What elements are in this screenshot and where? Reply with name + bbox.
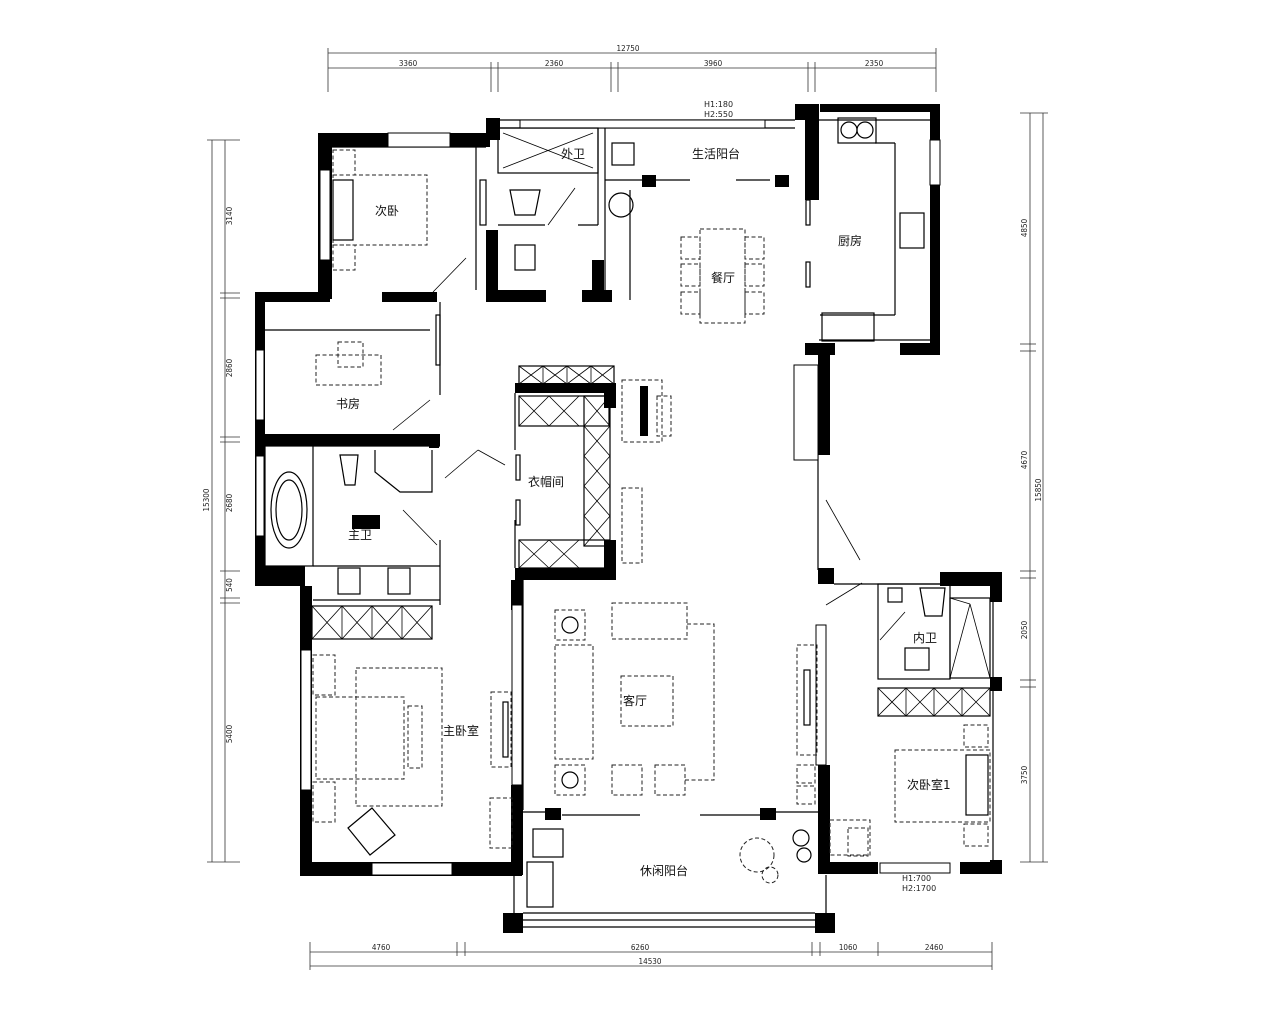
- furniture: [270, 117, 991, 908]
- dim-top-total: 12750: [617, 44, 640, 53]
- dim-right-seg: 2050: [1020, 620, 1029, 639]
- dim-top-seg: 3360: [399, 59, 418, 68]
- dim-bottom-seg: 4760: [372, 943, 391, 952]
- dim-right-total: 15850: [1034, 478, 1043, 501]
- window-notes: H1:180 H2:550 H1:700 H2:1700: [704, 100, 936, 893]
- dim-bottom-seg: 1060: [839, 943, 858, 952]
- dimension-bottom: 4760 6260 1060 2460 14530: [309, 942, 993, 970]
- room-label-utility-balcony: 生活阳台: [692, 146, 740, 161]
- dim-left-seg: 5400: [225, 724, 234, 743]
- room-label-living-room: 客厅: [623, 693, 647, 708]
- dim-right-seg: 4850: [1020, 218, 1029, 237]
- room-label-secondary-bedroom: 次卧: [375, 204, 399, 218]
- room-label-walk-in-closet: 衣帽间: [528, 474, 564, 489]
- dim-left-total: 15300: [202, 488, 211, 511]
- outlines: [255, 119, 994, 928]
- note-bottom-h1: H1:700: [902, 874, 931, 883]
- room-label-master-bedroom: 主卧室: [443, 723, 479, 738]
- room-labels: 次卧 外卫 生活阳台 厨房 餐厅 书房 衣帽间 主卫 客厅 主卧室 内卫 次卧室…: [336, 146, 951, 878]
- note-top-h2: H2:550: [704, 110, 733, 119]
- dim-left-seg: 2680: [225, 493, 234, 512]
- dim-bottom-total: 14530: [639, 957, 662, 966]
- room-label-study: 书房: [336, 396, 360, 411]
- dim-top-seg: 2350: [865, 59, 884, 68]
- dim-top-seg: 3960: [704, 59, 723, 68]
- redaction-box: [352, 515, 380, 529]
- dimension-top: 12750 3360 2360 3960 2350: [327, 44, 937, 92]
- dimension-left: 3140 2860 2680 540 5400 15300: [202, 139, 240, 863]
- dim-bottom-seg: 2460: [925, 943, 944, 952]
- room-label-ensuite-bathroom: 内卫: [913, 631, 937, 645]
- dim-left-seg: 3140: [225, 206, 234, 225]
- dim-right-seg: 4670: [1020, 450, 1029, 469]
- note-bottom-h2: H2:1700: [902, 884, 936, 893]
- room-label-guest-bathroom: 外卫: [561, 147, 585, 161]
- dim-bottom-seg: 6260: [631, 943, 650, 952]
- room-label-master-bathroom: 主卫: [348, 528, 372, 542]
- note-top-h1: H1:180: [704, 100, 733, 109]
- dim-left-seg: 2860: [225, 358, 234, 377]
- dim-right-seg: 3750: [1020, 765, 1029, 784]
- dimension-right: 4850 4670 2050 3750 15850: [1020, 112, 1048, 863]
- doors: [392, 179, 906, 816]
- dim-left-seg: 540: [225, 578, 234, 592]
- dim-top-seg: 2360: [545, 59, 564, 68]
- room-label-secondary-bedroom-1: 次卧室1: [907, 777, 951, 792]
- room-label-dining-room: 餐厅: [711, 270, 735, 285]
- room-label-kitchen: 厨房: [838, 233, 862, 248]
- room-label-leisure-balcony: 休闲阳台: [640, 863, 688, 878]
